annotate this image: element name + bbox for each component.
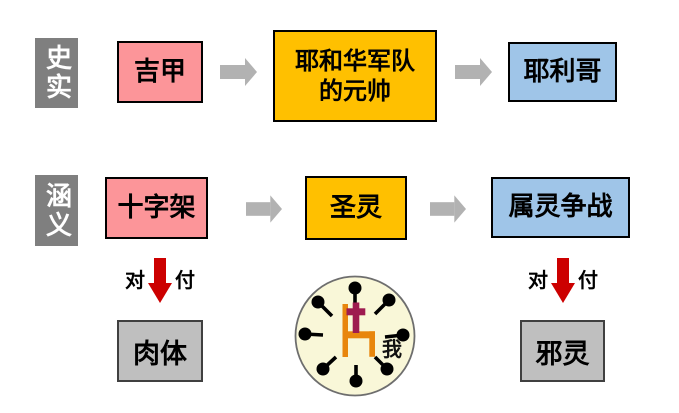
box-flesh: 肉体 [117, 320, 203, 382]
box-cross: 十字架 [105, 177, 208, 239]
meaning-row-label-text: 涵义 [41, 181, 72, 240]
deal-with-right-prefix: 对 [528, 268, 548, 292]
box-commander-line1: 耶和华军队 [295, 47, 415, 75]
self-label: 我 [382, 337, 402, 361]
history-row-label: 史实 [35, 38, 78, 108]
deal-arrow-icon [551, 258, 575, 303]
flow-arrow-icon [220, 58, 257, 86]
life-circle-graphic: 我 [294, 275, 416, 397]
box-spiritual-warfare-text: 属灵争战 [508, 192, 613, 223]
box-flesh-text: 肉体 [133, 338, 187, 370]
box-cross-text: 十字架 [117, 192, 196, 223]
box-evil-spirits: 邪灵 [520, 320, 605, 382]
box-holy-spirit-text: 圣灵 [329, 192, 382, 223]
flow-arrow-icon [455, 58, 492, 86]
box-commander: 耶和华军队 的元帅 [273, 30, 437, 122]
box-evil-spirits-text: 邪灵 [535, 338, 590, 370]
box-holy-spirit: 圣灵 [305, 176, 407, 240]
deal-with-right-suffix: 付 [578, 268, 598, 292]
box-jericho-text: 耶利哥 [523, 56, 602, 87]
flow-arrow-icon [246, 195, 282, 223]
box-gilgal: 吉甲 [117, 41, 203, 103]
deal-with-left-suffix: 付 [175, 268, 195, 292]
meaning-row-label: 涵义 [35, 175, 78, 246]
deal-with-left: 对 付 [117, 258, 203, 303]
box-jericho: 耶利哥 [508, 42, 617, 102]
deal-with-right: 对 付 [520, 258, 606, 303]
box-spiritual-warfare: 属灵争战 [491, 177, 630, 238]
flow-arrow-icon [430, 195, 466, 223]
deal-with-left-prefix: 对 [125, 268, 145, 292]
deal-arrow-icon [148, 258, 172, 303]
cross-on-throne-circle-icon [294, 275, 416, 397]
box-commander-line2: 的元帅 [319, 77, 391, 105]
history-row-label-text: 史实 [41, 44, 72, 102]
box-gilgal-text: 吉甲 [133, 56, 186, 87]
